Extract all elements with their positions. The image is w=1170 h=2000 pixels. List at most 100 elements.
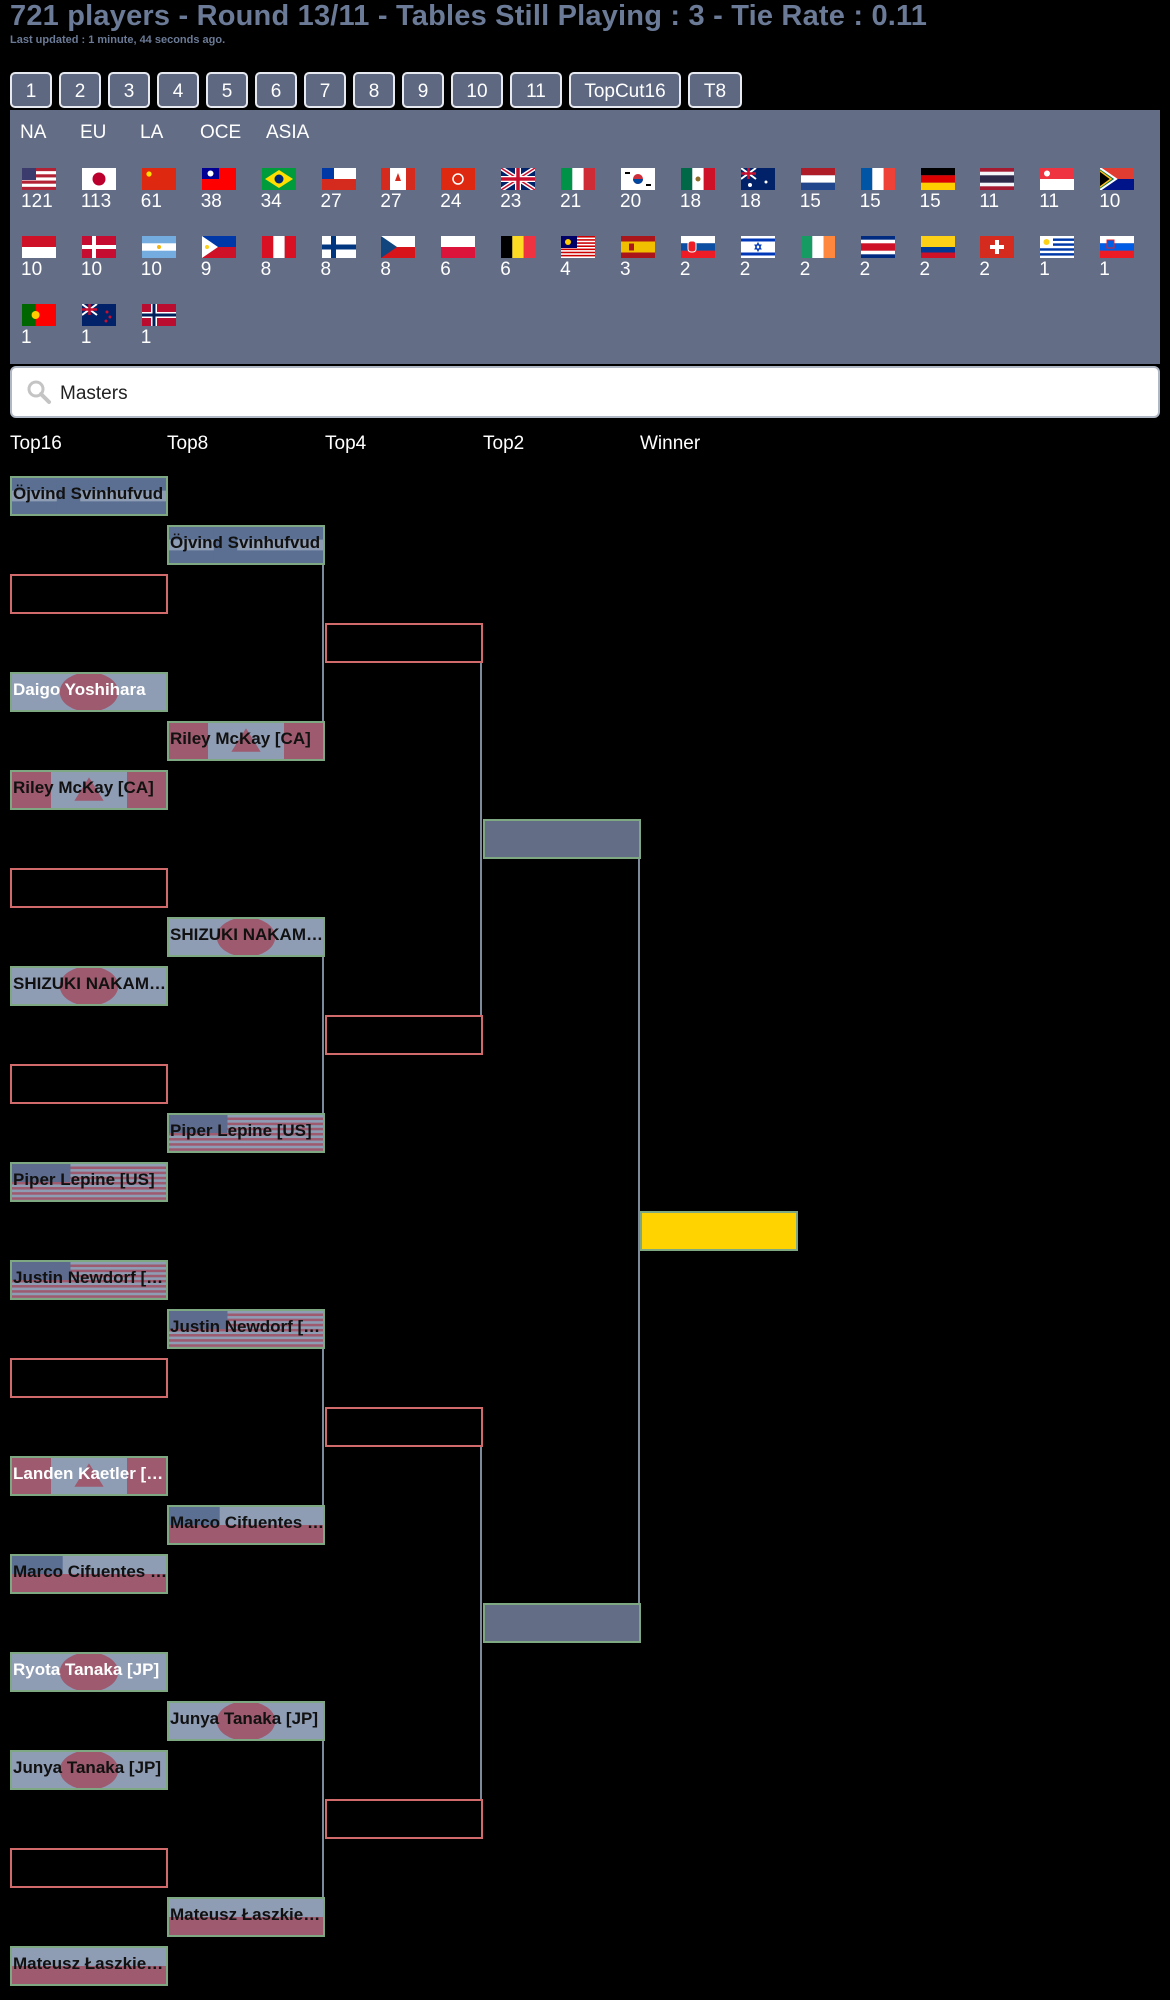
flag-ar-icon[interactable] (141, 236, 176, 258)
top8-slot[interactable]: Piper Lepine [US] (167, 1113, 325, 1153)
flag-za-icon[interactable] (1100, 168, 1135, 190)
country-count: 1 (1099, 259, 1110, 280)
top8-slot[interactable]: Mateusz Łaszkiewicz (167, 1897, 325, 1937)
column-label-top8: Top8 (167, 433, 209, 454)
top16-slot[interactable]: Mateusz Łaszkiewicz (10, 1946, 168, 1986)
country-count: 2 (679, 259, 691, 280)
country-count: 10 (80, 259, 103, 280)
round-tab-t8[interactable]: T8 (688, 72, 742, 108)
round-tab-4[interactable]: 4 (157, 72, 199, 108)
player-name: Justin Newdorf [US] (13, 1268, 167, 1287)
flag-kr-icon[interactable] (621, 168, 655, 190)
flag-au-icon[interactable] (740, 168, 775, 190)
top16-slot[interactable]: Junya Tanaka [JP] (10, 1750, 168, 1790)
region-filter-eu[interactable]: EU (80, 122, 107, 143)
bracket-connector (480, 1427, 482, 1819)
flag-br-icon[interactable] (261, 168, 296, 190)
flag-ph-icon[interactable] (201, 236, 236, 258)
round-tab-5[interactable]: 5 (206, 72, 248, 108)
flag-id-icon[interactable] (22, 236, 56, 258)
country-count: 10 (1099, 191, 1121, 212)
region-filter-la[interactable]: LA (140, 122, 164, 143)
flag-fr-icon[interactable] (860, 168, 895, 190)
flag-tw-icon[interactable] (201, 168, 236, 190)
flag-uy-icon[interactable] (1040, 236, 1075, 258)
bracket-connector (638, 839, 640, 1623)
top16-slot[interactable]: Ryota Tanaka [JP] (10, 1652, 168, 1692)
flag-gb-icon[interactable] (501, 168, 536, 190)
flag-mx-icon[interactable] (680, 168, 715, 190)
flag-co-icon[interactable] (920, 236, 955, 258)
flag-si-icon[interactable] (1100, 236, 1135, 258)
round-tab-9[interactable]: 9 (402, 72, 444, 108)
top16-slot[interactable]: Daigo Yoshihara (10, 672, 168, 712)
top16-slot[interactable]: Justin Newdorf [US] (10, 1260, 168, 1300)
round-tab-1[interactable]: 1 (10, 72, 52, 108)
flag-sg-icon[interactable] (1040, 168, 1075, 190)
flag-de-icon[interactable] (920, 168, 955, 190)
flag-cl-icon[interactable] (321, 168, 356, 190)
country-count: 18 (739, 191, 761, 212)
flag-ie-icon[interactable] (800, 236, 835, 258)
round-tab-topcut16[interactable]: TopCut16 (569, 72, 681, 108)
country-count: 11 (1039, 191, 1060, 212)
top16-slot[interactable]: Öjvind Svinhufvud (10, 476, 168, 516)
region-filter-asia[interactable]: ASIA (266, 122, 310, 143)
top8-slot[interactable]: Öjvind Svinhufvud (167, 525, 325, 565)
round-tab-7[interactable]: 7 (304, 72, 346, 108)
player-name: Mateusz Łaszkiewicz (13, 1954, 167, 1973)
top4-slot (325, 623, 483, 663)
flag-no-icon[interactable] (141, 304, 176, 326)
flag-cr-icon[interactable] (860, 236, 895, 258)
flag-il-icon[interactable] (740, 236, 775, 258)
flag-jp-icon[interactable] (81, 168, 116, 190)
flag-sk-icon[interactable] (680, 236, 715, 258)
top8-slot[interactable]: SHIZUKI NAKAMURA (167, 917, 325, 957)
top16-slot[interactable]: SHIZUKI NAKAMURA (10, 966, 168, 1006)
player-name: Junya Tanaka [JP] (170, 1709, 319, 1728)
flag-hk-icon[interactable] (441, 168, 476, 190)
top16-slot[interactable]: Marco Cifuentes [CL] (10, 1554, 168, 1594)
flag-th-icon[interactable] (980, 168, 1015, 190)
round-tab-10[interactable]: 10 (451, 72, 503, 108)
country-count: 10 (21, 259, 43, 280)
flag-nz-icon[interactable] (81, 304, 116, 326)
round-tab-8[interactable]: 8 (353, 72, 395, 108)
flag-be-icon[interactable] (501, 236, 536, 258)
top16-slot (10, 1848, 168, 1888)
flag-nl-icon[interactable] (800, 168, 835, 190)
search-input[interactable] (58, 376, 1142, 412)
region-filter-na[interactable]: NA (20, 122, 47, 143)
region-filter-oce[interactable]: OCE (200, 122, 242, 143)
flag-cn-icon[interactable] (141, 168, 176, 190)
country-count: 27 (320, 191, 342, 212)
top8-slot[interactable]: Justin Newdorf [US] (167, 1309, 325, 1349)
flag-my-icon[interactable] (561, 236, 596, 258)
top8-slot[interactable]: Riley McKay [CA] (167, 721, 325, 761)
top8-slot[interactable]: Marco Cifuentes [CL] (167, 1505, 325, 1545)
flag-ca-icon[interactable] (381, 168, 416, 190)
flag-pt-icon[interactable] (22, 304, 56, 326)
top16-slot[interactable]: Landen Kaetler [CA] (10, 1456, 168, 1496)
flag-es-icon[interactable] (621, 236, 655, 258)
round-tab-6[interactable]: 6 (255, 72, 297, 108)
round-tab-3[interactable]: 3 (108, 72, 150, 108)
flag-fi-icon[interactable] (321, 236, 356, 258)
player-name: Justin Newdorf [US] (170, 1317, 324, 1336)
flag-dk-icon[interactable] (81, 236, 116, 258)
flag-pe-icon[interactable] (261, 236, 296, 258)
top8-slot[interactable]: Junya Tanaka [JP] (167, 1701, 325, 1741)
country-count: 21 (560, 191, 582, 212)
flag-cz-icon[interactable] (381, 236, 416, 258)
flag-us-icon[interactable] (22, 168, 56, 190)
winner-slot (640, 1211, 798, 1251)
round-tab-2[interactable]: 2 (59, 72, 101, 108)
top16-slot[interactable]: Riley McKay [CA] (10, 770, 168, 810)
player-name: Ryota Tanaka [JP] (13, 1660, 160, 1679)
top16-slot[interactable]: Piper Lepine [US] (10, 1162, 168, 1202)
flag-ch-icon[interactable] (980, 236, 1015, 258)
flag-pl-icon[interactable] (441, 236, 476, 258)
round-tab-11[interactable]: 11 (510, 72, 562, 108)
country-count: 2 (979, 259, 990, 280)
flag-it-icon[interactable] (561, 168, 596, 190)
